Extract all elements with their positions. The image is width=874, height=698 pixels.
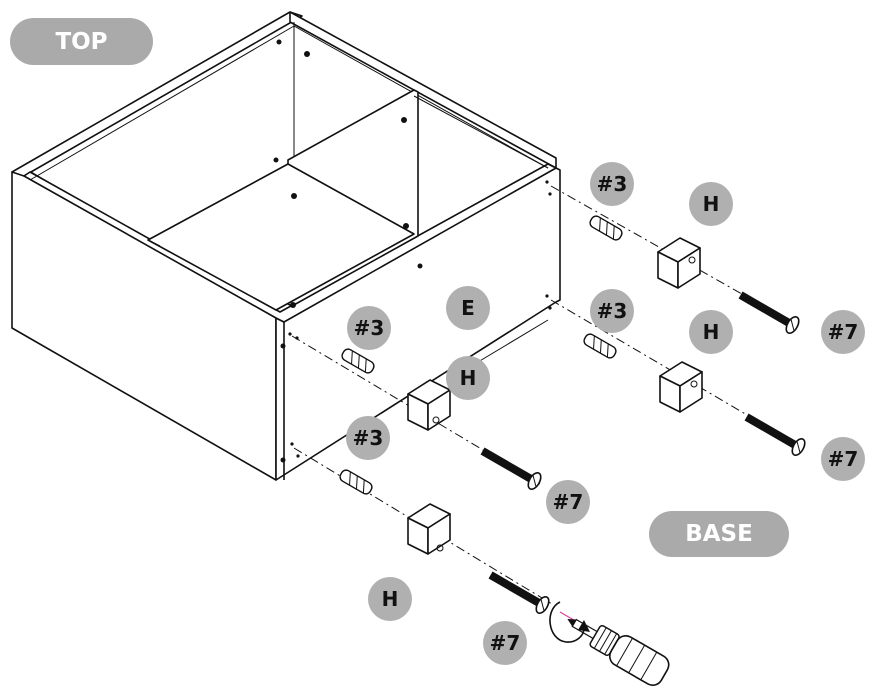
screwdriver-icon (549, 601, 670, 686)
svg-text:E: E (461, 296, 475, 320)
svg-text:#3: #3 (354, 316, 385, 340)
badge-cam-4: H (368, 577, 412, 621)
screw-1 (738, 291, 800, 334)
badge-panel-e: E (446, 286, 490, 330)
base-pill: BASE (649, 511, 789, 557)
svg-text:#7: #7 (553, 490, 584, 514)
cabinet-box (11, 11, 561, 481)
base-label: BASE (685, 521, 753, 547)
screw-3 (480, 447, 542, 490)
dowel-parts (339, 215, 623, 495)
badge-cam-3: H (446, 356, 490, 400)
screw-parts (480, 291, 806, 614)
badge-dowel-4: #3 (346, 416, 390, 460)
cabinet-top-back-edge (11, 11, 303, 177)
svg-text:H: H (460, 366, 477, 390)
dowel-4 (339, 469, 373, 495)
svg-text:#7: #7 (828, 320, 859, 344)
screw-2 (744, 413, 806, 456)
badge-cam-2: H (689, 310, 733, 354)
screw-4 (488, 571, 550, 614)
badge-dowel-2: #3 (590, 289, 634, 333)
dowel-1 (589, 215, 623, 241)
svg-text:#3: #3 (353, 426, 384, 450)
cam-blocks (407, 237, 703, 555)
svg-text:#3: #3 (597, 172, 628, 196)
dowel-3 (341, 348, 375, 374)
badge-dowel-1: #3 (590, 162, 634, 206)
badge-screw-3: #7 (546, 480, 590, 524)
clockwise-rotation-icon (549, 601, 590, 643)
top-label: TOP (55, 29, 107, 55)
badge-screw-1: #7 (821, 310, 865, 354)
svg-text:H: H (703, 320, 720, 344)
cam-block-4 (407, 503, 451, 555)
part-badges: #3 #3 #3 #3 H H H H (346, 162, 865, 665)
cam-block-3 (407, 379, 451, 431)
cam-block-1 (657, 237, 701, 289)
svg-text:H: H (703, 192, 720, 216)
svg-text:#7: #7 (828, 447, 859, 471)
svg-text:H: H (382, 587, 399, 611)
badge-cam-1: H (689, 182, 733, 226)
top-pill: TOP (10, 18, 153, 65)
dowel-2 (583, 333, 617, 359)
badge-dowel-3: #3 (347, 306, 391, 350)
badge-screw-2: #7 (821, 437, 865, 481)
cam-block-2 (659, 361, 703, 413)
svg-text:#3: #3 (597, 299, 628, 323)
badge-screw-4: #7 (483, 621, 527, 665)
svg-text:#7: #7 (490, 631, 521, 655)
